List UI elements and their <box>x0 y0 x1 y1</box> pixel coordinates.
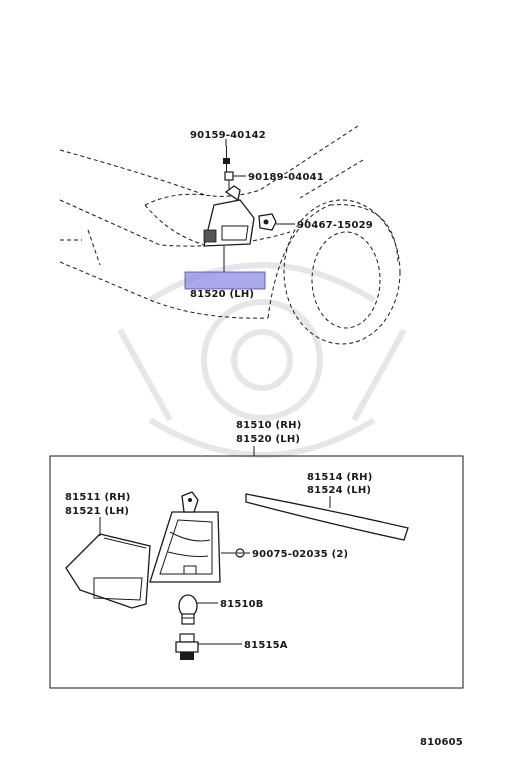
gasket-lh-label: 81524 (LH) <box>307 485 371 496</box>
watermark-emblem <box>117 262 407 458</box>
screw-part-number: 90075-02035 (2) <box>252 549 348 560</box>
bulb-part-number: 81510B <box>220 599 264 610</box>
nut-part-number: 90189-04041 <box>248 172 324 183</box>
lens-rh-label: 81511 (RH) <box>65 492 130 503</box>
screw-icon <box>235 548 245 558</box>
gasket-icon <box>245 493 409 541</box>
clip-part-number: 90467-15029 <box>297 220 373 231</box>
lens-icon <box>65 533 151 609</box>
lamp-housing-icon <box>149 491 221 583</box>
assembly-rh-label: 81510 (RH) <box>236 420 301 431</box>
gasket-rh-label: 81514 (RH) <box>307 472 372 483</box>
bulb-icon <box>178 594 198 625</box>
socket-part-number: 81515A <box>244 640 288 651</box>
part-label-highlight <box>184 271 266 290</box>
lens-lh-label: 81521 (LH) <box>65 506 129 517</box>
bolt-icon <box>223 146 230 174</box>
socket-icon <box>175 633 199 660</box>
diagram-number: 810605 <box>420 737 463 748</box>
assembly-lh-label-2: 81520 (LH) <box>236 434 300 445</box>
exploded-view-frame <box>49 455 464 689</box>
vehicle-corner-view <box>59 125 401 345</box>
assembly-lh-label: 81520 (LH) <box>190 289 254 300</box>
bolt-part-number: 90159-40142 <box>190 130 266 141</box>
clip-icon <box>258 213 277 231</box>
corner-lamp-small <box>203 185 255 247</box>
